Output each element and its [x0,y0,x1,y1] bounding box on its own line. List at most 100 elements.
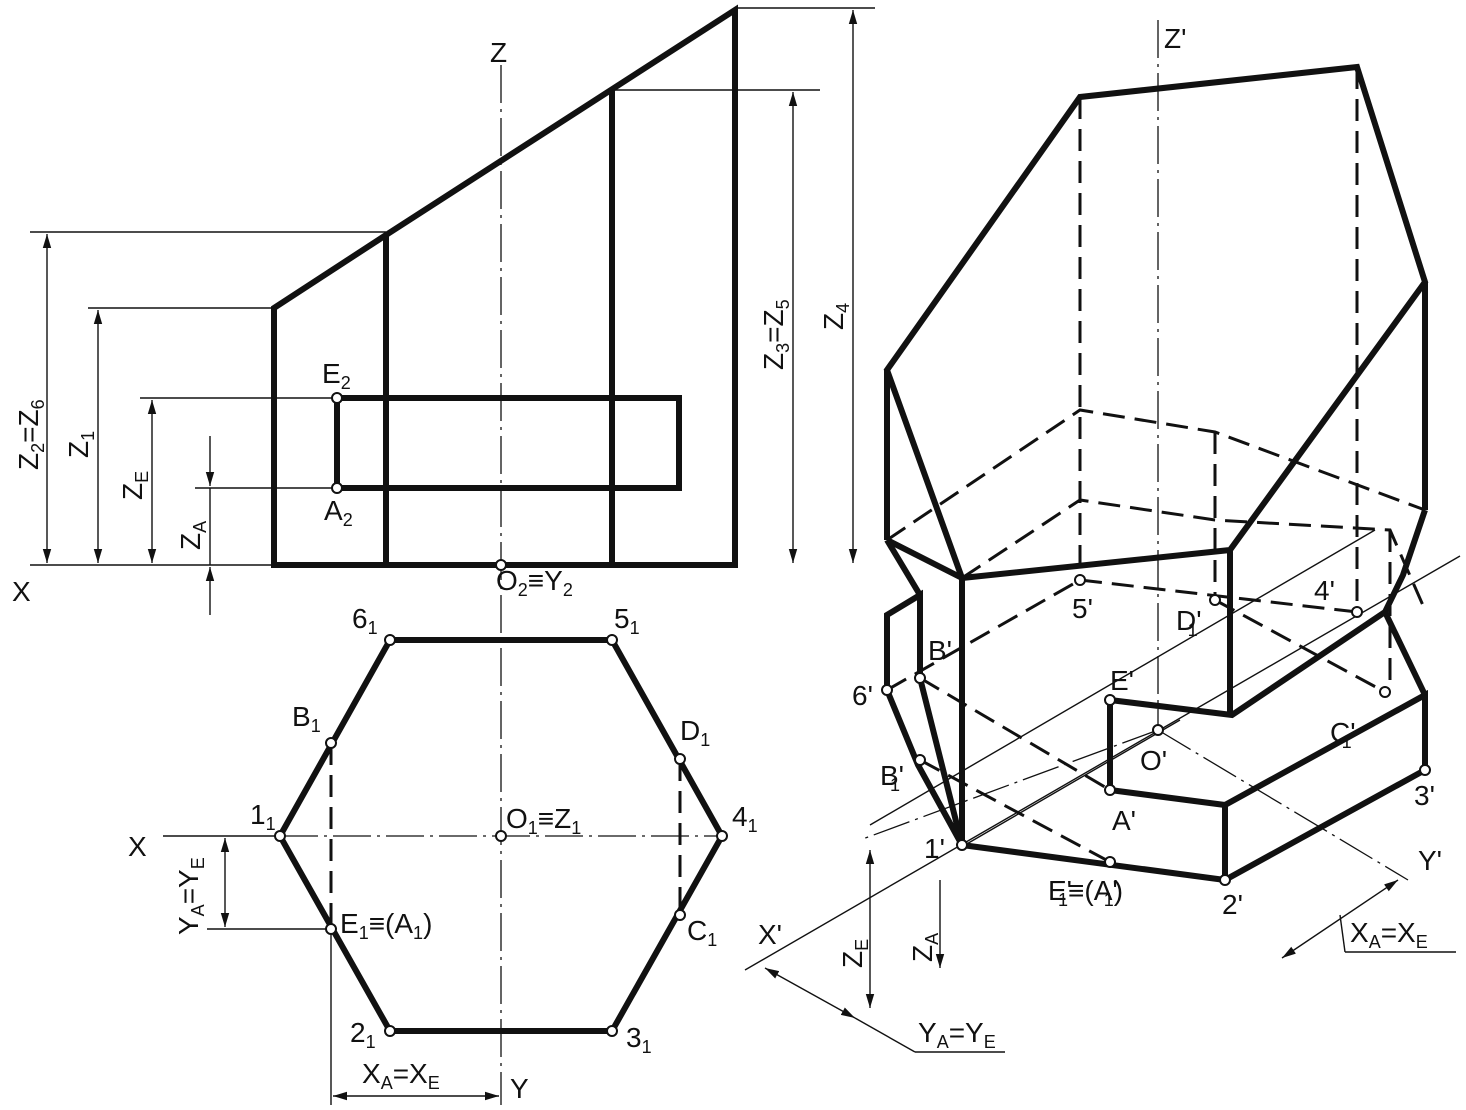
iso-point-e-label: E' [1110,665,1134,696]
dim-label-za: ZA [175,521,210,550]
isometric-view: Z' X' Y' O' 1' 2' 3' 4' 5' 6' B' B'1 E' … [744,20,1461,1053]
iso-point-a-label: A' [1112,805,1136,836]
iso-vertex-2-marker [1219,874,1231,886]
iso-dim-ext-xa [1339,914,1346,953]
iso-y-axis-label: Y' [1418,845,1442,876]
iso-y-axis [1157,729,1409,881]
point-e1-marker [325,923,337,935]
origin-o1-marker [495,830,507,842]
point-c1-marker [674,909,686,921]
dim-label-ya-ye: YA=YE [173,857,208,935]
top-x-axis-label: X [128,831,147,862]
vertex-4-label: 41 [732,801,758,836]
iso-vertex-6-label: 6' [852,680,873,711]
iso-left-join [884,538,923,597]
iso-dim-label-za: ZA [907,933,942,962]
vertex-6-marker [384,634,396,646]
iso-point-d1-marker [1209,594,1221,606]
point-b1-marker [325,737,337,749]
front-outline [271,4,738,568]
iso-dim-ext-ya [854,1017,916,1053]
point-a2-label: A2 [324,495,353,530]
point-e2-marker [331,392,343,404]
iso-hidden-b-a [919,676,1111,792]
iso-point-b-label: B' [928,635,952,666]
vertex-2-label: 21 [350,1017,376,1052]
iso-vertex-1-marker [956,839,968,851]
iso-vertex-4-label: 4' [1314,575,1335,606]
dim-label-xa-xe: XA=XE [362,1058,440,1093]
vertex-4-marker [716,830,728,842]
iso-hidden-lower-hex [961,498,1427,611]
iso-x-axis-label: X' [758,919,782,950]
origin-o2-label: O2≡Y2 [496,565,573,600]
front-view: X Z O2≡Y2 E2 A2 Z2=Z6 Z1 ZE ZA Z3=Z5 Z4 [12,4,875,1105]
iso-point-b1-label: B'1 [880,760,904,795]
iso-vertex-2-label: 2' [1222,889,1243,920]
iso-point-e1-a1-label: E'1≡(A'1) [1048,875,1123,910]
iso-origin-label: O' [1140,745,1167,776]
iso-slot-bottom [1109,689,1428,809]
vertex-3-label: 31 [626,1022,652,1057]
iso-left-wing [884,589,965,847]
iso-hidden-mid-hex [886,408,1426,542]
dim-label-z2-z6: Z2=Z6 [13,399,48,470]
dim-label-z3-z5: Z3=Z5 [758,299,793,370]
iso-vertex-1-label: 1' [924,833,945,864]
iso-point-e1-marker [1104,856,1116,868]
iso-point-b1-marker [914,754,926,766]
iso-dim-label-ya-ye: YA=YE [918,1017,996,1052]
iso-point-c1-marker [1379,686,1391,698]
origin-o1-label: O1≡Z1 [506,803,581,838]
iso-vertex-3-label: 3' [1414,780,1435,811]
iso-lower-edge-b [1109,509,1428,719]
point-d1-marker [674,753,686,765]
iso-hidden-d-c [1214,598,1386,694]
vertex-3-marker [606,1025,618,1037]
iso-lower-edge-a [885,537,964,581]
iso-top-hexagon [883,63,1429,582]
iso-edge-3-upper [1382,610,1428,697]
point-a2-marker [331,482,343,494]
iso-vertex-4-marker [1351,606,1363,618]
iso-origin-marker [1152,724,1164,736]
iso-dim-label-ze: ZE [837,939,872,968]
dim-label-ze: ZE [117,471,152,500]
vertex-2-marker [384,1025,396,1037]
iso-ext-line-2 [964,719,1181,846]
dim-label-z1: Z1 [63,431,98,458]
top-view: X Y O1≡Z1 11 21 31 41 51 61 B1 D1 C1 E1≡… [128,603,758,1105]
point-e1-a1-label: E1≡(A1) [340,908,432,943]
iso-base-front [961,767,1427,884]
vertex-5-label: 51 [614,603,640,638]
iso-point-b-marker [914,672,926,684]
front-z-axis-label: Z [490,37,507,68]
vertex-1-marker [274,830,286,842]
vertex-6-label: 61 [352,603,378,638]
point-d1-label: D1 [680,715,710,750]
iso-ext-line-1 [869,529,1376,826]
iso-x-axis-base [744,555,1461,971]
iso-point-a-marker [1104,784,1116,796]
iso-dim-label-xa-xe: XA=XE [1350,917,1428,952]
iso-hidden-6-5 [886,578,1081,692]
iso-point-e-marker [1104,694,1116,706]
point-c1-label: C1 [687,915,717,950]
point-b1-label: B1 [292,701,321,736]
iso-vertex-5-label: 5' [1072,593,1093,624]
top-y-axis-label: Y [510,1073,529,1104]
iso-vertex-3-marker [1419,764,1431,776]
point-e2-label: E2 [322,358,351,393]
iso-hidden-b1-e1 [919,758,1111,864]
iso-vertex-6-marker [881,684,893,696]
origin-o2-marker [495,559,507,571]
vertex-1-label: 11 [250,799,276,834]
slot-rectangle [334,395,682,491]
iso-z-axis-label: Z' [1164,23,1186,54]
dim-label-z4: Z4 [818,303,853,330]
iso-point-d1-label: D'1 [1176,605,1202,640]
vertex-5-marker [606,634,618,646]
front-x-axis-label: X [12,576,31,607]
iso-dim-line-ya-ye [764,967,856,1019]
